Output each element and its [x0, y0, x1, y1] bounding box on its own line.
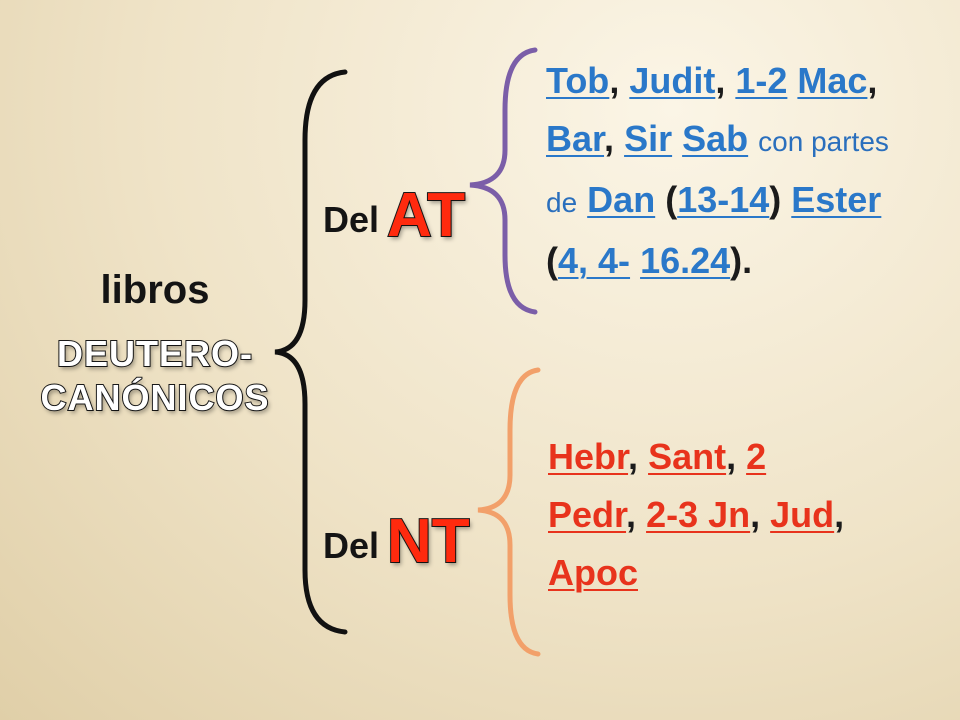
link-13-14[interactable]: 13-14 — [677, 179, 770, 220]
link-judit[interactable]: Judit — [629, 60, 716, 101]
link-apoc[interactable]: Apoc — [548, 552, 638, 593]
link-sab[interactable]: Sab — [682, 118, 749, 159]
link-1-2[interactable]: 1-2 — [735, 60, 788, 101]
link-mac[interactable]: Mac — [797, 60, 868, 101]
link-ester[interactable]: Ester — [791, 179, 882, 220]
link-tob[interactable]: Tob — [546, 60, 610, 101]
main-brace — [274, 69, 348, 635]
branch-at-code: AT — [386, 180, 466, 251]
branch-nt-del: Del — [323, 525, 380, 566]
link-bar[interactable]: Bar — [546, 118, 605, 159]
branch-nt-code: NT — [386, 506, 471, 577]
link-jud[interactable]: Jud — [770, 494, 835, 535]
at-book-list: Tob, Judit, 1-2 Mac, Bar, Sir Sab con pa… — [546, 60, 889, 281]
link-2-3-jn[interactable]: 2-3 Jn — [646, 494, 751, 535]
root-title-line2: CANÓNICOS — [39, 376, 270, 419]
link-sir[interactable]: Sir — [624, 118, 673, 159]
nt-brace — [477, 367, 541, 657]
root-title: DEUTERO- CANÓNICOS — [20, 332, 290, 420]
link-hebr[interactable]: Hebr — [548, 436, 629, 477]
branch-at-del: Del — [323, 199, 380, 240]
link-2[interactable]: 2 — [746, 436, 767, 477]
link-pedr[interactable]: Pedr — [548, 494, 627, 535]
link-sant[interactable]: Sant — [648, 436, 727, 477]
link-dan[interactable]: Dan — [587, 179, 656, 220]
nt-book-list: Hebr, Sant, 2 Pedr, 2-3 Jn, Jud, Apoc — [548, 436, 845, 593]
link-16-24[interactable]: 16.24 — [640, 240, 731, 281]
root-label: libros — [100, 268, 210, 312]
con-partes-text: con partes de — [546, 126, 889, 218]
link-4-4[interactable]: 4, 4- — [558, 240, 631, 281]
at-brace — [469, 47, 538, 315]
root-title-line1: DEUTERO- — [56, 332, 253, 375]
